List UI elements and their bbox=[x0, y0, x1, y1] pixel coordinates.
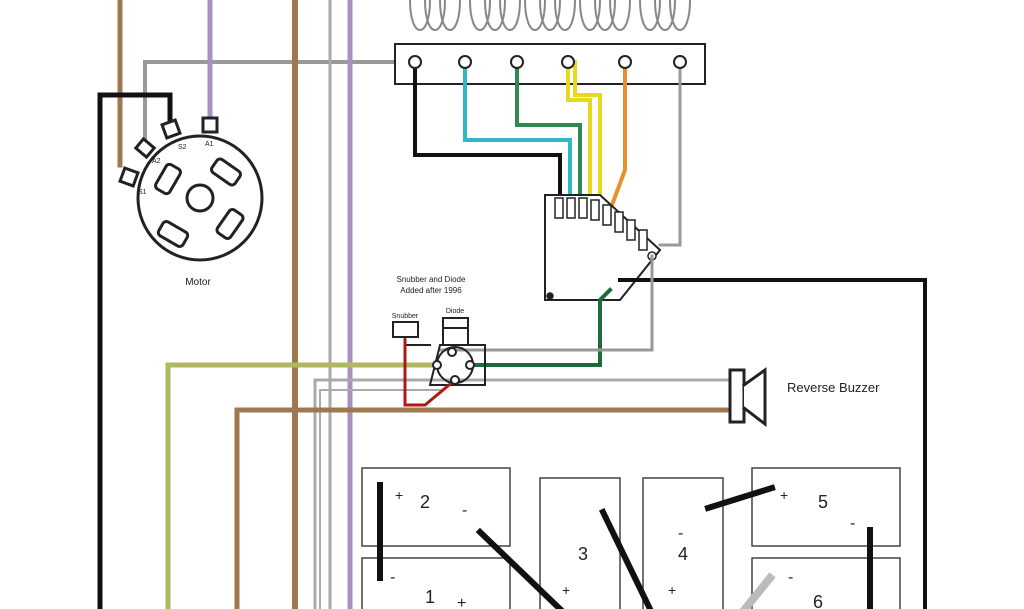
black-wire-s2 bbox=[97, 92, 173, 609]
controller-wires bbox=[413, 60, 682, 247]
battery-5 bbox=[751, 467, 901, 547]
gray-wire-buzzer bbox=[313, 378, 732, 609]
speed-controller bbox=[544, 194, 662, 301]
battery-labels: 2 + - 1 - + 3 + 4 - + 5 + - 6 - bbox=[390, 487, 855, 609]
motor-terminal-s1: S1 bbox=[138, 189, 147, 196]
battery-4-number: 4 bbox=[678, 544, 688, 564]
snubber-label: Snubber bbox=[392, 313, 419, 320]
battery-6 bbox=[751, 557, 901, 609]
motor-terminal-a2: A2 bbox=[152, 158, 161, 165]
battery-1-neg: - bbox=[390, 569, 395, 586]
battery-5-pos: + bbox=[780, 487, 788, 503]
battery-3-pos: + bbox=[562, 582, 570, 598]
motor-icon bbox=[118, 116, 264, 262]
snubber-title-2: Added after 1996 bbox=[400, 286, 462, 295]
snubber-diode-assembly bbox=[392, 317, 486, 407]
terminal-bar bbox=[394, 43, 706, 85]
reverse-buzzer-label: Reverse Buzzer bbox=[787, 380, 880, 395]
resistor-coils bbox=[408, 0, 692, 31]
controller-contacts bbox=[546, 197, 657, 300]
diode-label: Diode bbox=[446, 308, 464, 315]
olive-wire bbox=[165, 362, 433, 609]
battery-1-pos: + bbox=[457, 595, 466, 609]
reverse-buzzer-icon bbox=[728, 367, 767, 428]
motor-terminal-a1: A1 bbox=[205, 141, 214, 148]
battery-6-number: 6 bbox=[813, 592, 823, 609]
battery-5-neg: - bbox=[850, 515, 855, 532]
snubber bbox=[392, 321, 419, 338]
battery-2 bbox=[361, 467, 511, 547]
battery-jumpers bbox=[377, 482, 873, 609]
battery-2-pos: + bbox=[395, 487, 403, 503]
brown-wire-buzzer bbox=[234, 407, 733, 609]
battery-2-neg: - bbox=[462, 502, 467, 519]
motor-label: Motor bbox=[185, 277, 211, 288]
battery-2-number: 2 bbox=[420, 492, 430, 512]
black-wire-right bbox=[618, 278, 927, 609]
battery-6-neg: - bbox=[788, 569, 793, 586]
green-wire bbox=[468, 287, 613, 367]
vertical-wires bbox=[97, 0, 417, 609]
battery-4 bbox=[642, 477, 724, 609]
battery-3 bbox=[539, 477, 621, 609]
terminals bbox=[408, 55, 687, 69]
motor-terminal-s2: S2 bbox=[178, 144, 187, 151]
gray-wire-buzzer-2 bbox=[319, 389, 441, 609]
battery-1-number: 1 bbox=[425, 587, 435, 607]
battery-5-number: 5 bbox=[818, 492, 828, 512]
battery-4-pos: + bbox=[668, 582, 676, 598]
battery-4-neg: - bbox=[678, 525, 683, 542]
battery-3-number: 3 bbox=[578, 544, 588, 564]
batteries bbox=[361, 467, 901, 609]
red-wire bbox=[403, 338, 458, 407]
gray-wire-motor bbox=[143, 60, 417, 150]
gray-wire-snubber bbox=[438, 254, 654, 352]
diode bbox=[442, 317, 469, 329]
snubber-title-1: Snubber and Diode bbox=[397, 275, 466, 284]
battery-1 bbox=[361, 557, 511, 609]
